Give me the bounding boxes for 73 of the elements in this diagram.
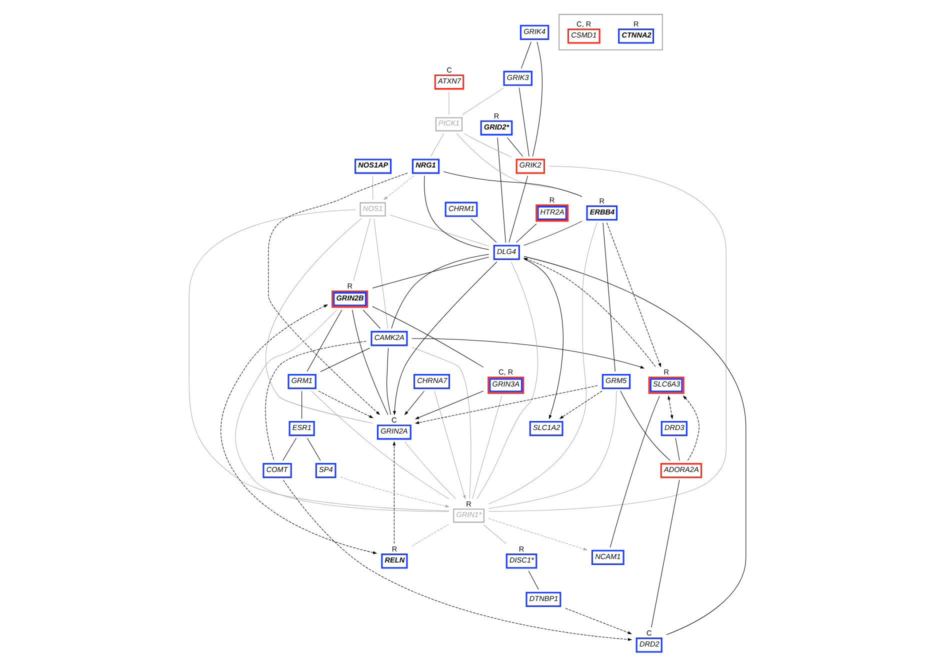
connector	[470, 218, 497, 243]
arrow	[404, 390, 424, 416]
connector	[386, 348, 391, 415]
arrow	[682, 395, 700, 461]
connector	[524, 220, 582, 246]
arrow	[283, 480, 632, 641]
connector	[602, 222, 616, 372]
connector	[497, 137, 506, 243]
arrow	[523, 258, 656, 367]
arrow	[220, 304, 378, 554]
connector	[372, 176, 374, 200]
cluster	[558, 14, 663, 50]
connector	[448, 92, 450, 115]
arrow	[318, 390, 374, 418]
connector	[352, 310, 388, 415]
arrow	[393, 262, 498, 416]
arrow	[414, 390, 484, 420]
connector	[518, 87, 530, 157]
connector	[443, 171, 582, 197]
connector	[391, 254, 490, 329]
connector	[456, 133, 582, 198]
connector	[411, 524, 450, 546]
connector	[472, 396, 502, 499]
arrow	[565, 608, 632, 634]
connector	[430, 133, 444, 157]
arrow	[668, 395, 674, 420]
connector	[675, 438, 680, 461]
connector	[235, 310, 450, 512]
connector	[507, 137, 524, 157]
connector	[353, 218, 371, 281]
connector	[412, 346, 472, 499]
connector	[282, 438, 296, 461]
connector	[476, 262, 538, 499]
arrow	[524, 258, 564, 420]
connector	[188, 210, 450, 512]
connector	[508, 176, 528, 243]
arrow	[606, 222, 662, 368]
arrow	[559, 390, 602, 419]
arrow	[392, 441, 396, 544]
arrow	[434, 390, 466, 500]
connector	[462, 88, 504, 115]
connector	[528, 570, 539, 590]
connector	[306, 310, 342, 372]
arrow	[412, 338, 645, 368]
connector	[362, 310, 381, 329]
arrow	[268, 172, 408, 416]
connector	[307, 438, 321, 461]
connector	[374, 218, 388, 329]
connector	[521, 42, 532, 69]
connector	[488, 390, 617, 509]
connector	[524, 256, 746, 636]
connector	[484, 524, 506, 544]
connector	[266, 218, 373, 424]
connector	[488, 222, 598, 504]
connector	[464, 133, 512, 158]
connector	[516, 224, 537, 243]
connector	[372, 306, 484, 368]
connector	[651, 480, 680, 628]
arrow	[414, 385, 598, 424]
arrow	[383, 176, 414, 200]
connector	[488, 166, 727, 512]
connector	[390, 214, 490, 246]
arrow	[488, 518, 588, 550]
connector	[265, 341, 366, 461]
connector	[320, 348, 370, 372]
connector	[311, 390, 450, 500]
connector	[424, 176, 490, 250]
connector	[404, 442, 456, 499]
connector	[532, 42, 542, 157]
arrow	[340, 476, 450, 508]
connector	[610, 396, 660, 548]
connector	[620, 390, 670, 461]
connector	[372, 256, 489, 288]
